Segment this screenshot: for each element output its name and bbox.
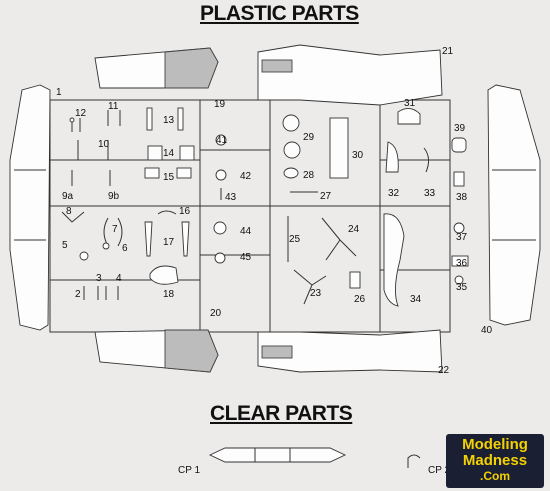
part-num-5: 5 (62, 240, 68, 251)
part-num-cp2: CP 2 (428, 465, 450, 476)
part-num-20: 20 (210, 308, 222, 319)
fuselage-half-part-22 (257, 329, 443, 373)
part-num-36: 36 (456, 258, 468, 269)
logo-line-3: .Com (480, 469, 510, 483)
part-num-1: 1 (56, 87, 62, 98)
part-num-42: 42 (240, 171, 252, 182)
part-num-31: 31 (404, 98, 416, 109)
left-wing-part-1 (9, 84, 51, 331)
plastic-parts-title: PLASTIC PARTS (200, 2, 359, 25)
part-num-2: 2 (75, 289, 81, 300)
part-num-26: 26 (354, 294, 366, 305)
part-num-44: 44 (240, 226, 252, 237)
part-num-40: 40 (481, 325, 493, 336)
part-num-21: 21 (442, 46, 454, 57)
fuselage-half-part-21 (257, 44, 443, 106)
part-num-10: 10 (98, 139, 110, 150)
part-num-17: 17 (163, 237, 175, 248)
right-wing-part-40 (487, 84, 541, 326)
part-num-9a: 9a (62, 191, 74, 202)
part-num-23: 23 (310, 288, 322, 299)
part-num-16: 16 (179, 206, 191, 217)
part-num-30: 30 (352, 150, 364, 161)
part-num-39: 39 (454, 123, 466, 134)
part-num-15: 15 (163, 172, 175, 183)
part-num-43: 43 (225, 192, 237, 203)
logo-line-1: Modeling (462, 436, 528, 453)
tail-plane-part-20 (94, 329, 219, 373)
part-num-11: 11 (108, 101, 119, 112)
part-num-6: 6 (122, 243, 128, 254)
part-num-9b: 9b (108, 191, 120, 202)
part-num-45: 45 (240, 252, 252, 263)
part-num-25: 25 (289, 234, 301, 245)
part-num-37: 37 (456, 232, 468, 243)
part-num-34: 34 (410, 294, 422, 305)
part-num-33: 33 (424, 188, 436, 199)
part-num-41: 41 (216, 135, 228, 146)
part-num-19: 19 (214, 99, 226, 110)
modeling-madness-logo: Modeling Madness .Com (446, 434, 544, 488)
part-num-18: 18 (163, 289, 175, 300)
part-num-32: 32 (388, 188, 400, 199)
part-num-3: 3 (96, 273, 102, 284)
part-num-12: 12 (75, 108, 87, 119)
part-num-28: 28 (303, 170, 315, 181)
part-num-14: 14 (163, 148, 175, 159)
part-numbers: 1 12 11 13 19 10 14 41 15 42 43 9a 9b 8 … (56, 46, 493, 476)
part-num-29: 29 (303, 132, 315, 143)
part-num-8: 8 (66, 206, 72, 217)
part-num-24: 24 (348, 224, 360, 235)
small-part-shapes (61, 107, 469, 307)
part-num-4: 4 (116, 273, 122, 284)
clear-parts-title: CLEAR PARTS (210, 402, 353, 425)
part-num-35: 35 (456, 282, 468, 293)
tail-plane-part-19 (94, 47, 219, 89)
clear-light-cp2 (407, 454, 421, 468)
part-num-27: 27 (320, 191, 332, 202)
part-num-38: 38 (456, 192, 468, 203)
part-num-22: 22 (438, 365, 450, 376)
part-num-13: 13 (163, 115, 175, 126)
part-num-cp1: CP 1 (178, 465, 200, 476)
clear-canopy-cp1 (208, 447, 347, 463)
part-num-7: 7 (112, 224, 118, 235)
logo-line-2: Madness (462, 452, 528, 469)
